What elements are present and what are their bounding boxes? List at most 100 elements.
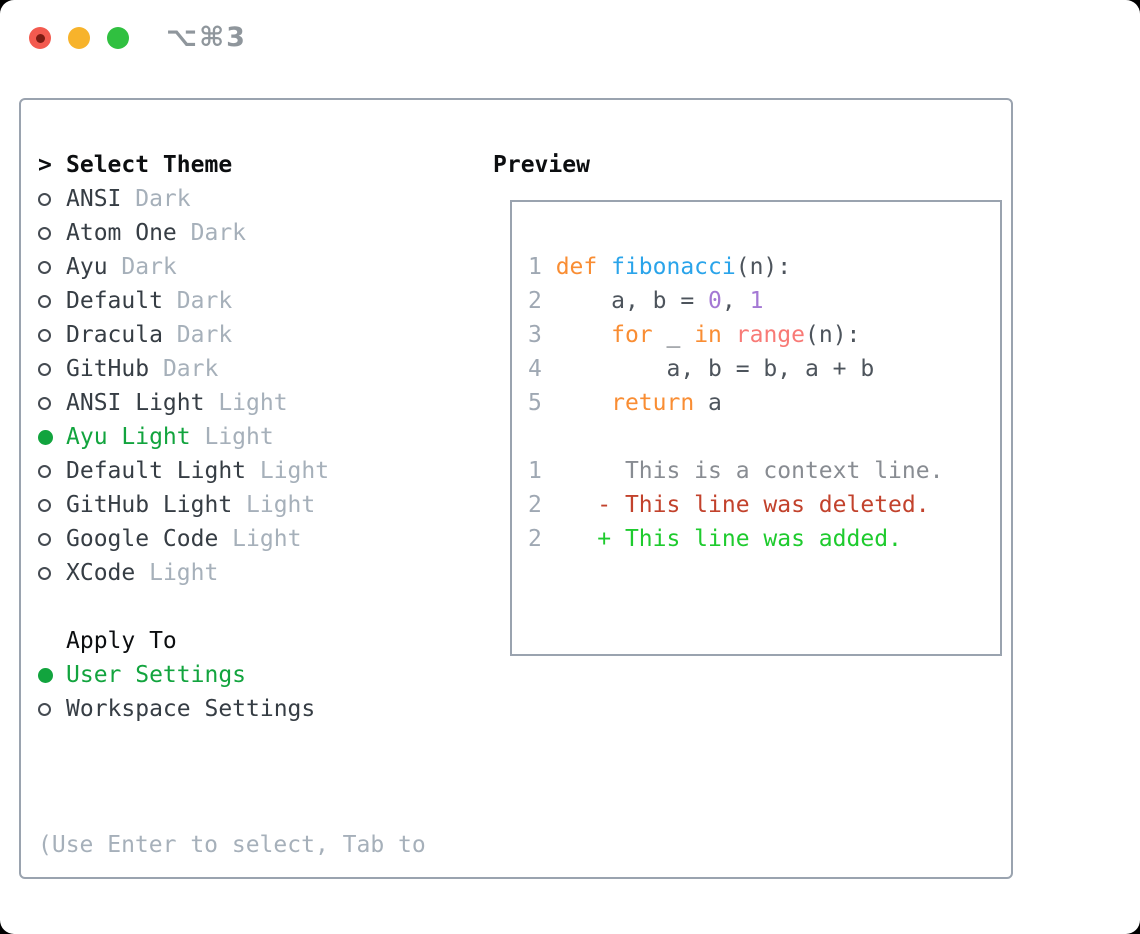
theme-option-ayu[interactable]: Ayu Dark <box>38 250 488 284</box>
theme-option-ayu-light[interactable]: Ayu Light Light <box>38 420 488 454</box>
option-label: Default <box>66 288 163 314</box>
option-label: Ayu Light <box>66 424 191 450</box>
code-token-pl: (n): <box>805 322 861 348</box>
radio-icon <box>38 294 51 308</box>
hint-text: (Use Enter to select, Tab to change focu… <box>38 760 488 934</box>
radio-icon <box>38 328 51 342</box>
radio-icon <box>38 532 51 546</box>
code-token-ln: 3 <box>528 322 556 348</box>
option-label: Dracula <box>66 322 163 348</box>
code-token-pl: , <box>721 288 750 314</box>
code-token-num: 0 <box>708 288 722 314</box>
code-token-add: + This line was added. <box>597 526 902 552</box>
option-variant-label: Dark <box>162 288 233 314</box>
option-label: Atom One <box>66 220 177 246</box>
option-label: Default Light <box>66 458 247 484</box>
code-token-ln: 4 <box>528 356 556 382</box>
option-label: User Settings <box>66 662 247 688</box>
code-line: 1 def fibonacci(n): <box>528 250 1000 284</box>
option-variant-label: Light <box>232 492 316 518</box>
apply-option-workspace-settings[interactable]: Workspace Settings <box>38 692 488 726</box>
theme-list-header: > Select Theme <box>38 148 488 182</box>
theme-list-title: Select Theme <box>66 152 233 178</box>
code-token-ln: 5 <box>528 390 556 416</box>
option-variant-label: Dark <box>107 254 177 280</box>
option-label: ANSI <box>66 186 122 212</box>
theme-option-default-light[interactable]: Default Light Light <box>38 454 488 488</box>
code-token-ctx: This is a context line. <box>555 458 944 484</box>
code-line: 2 - This line was deleted. <box>528 488 1000 522</box>
option-label: ANSI Light <box>66 390 205 416</box>
code-token-pl: a <box>694 390 722 416</box>
code-token-kw: for <box>611 322 653 348</box>
code-token-fn: fibonacci <box>611 254 736 280</box>
apply-to-title: Apply To <box>66 628 177 654</box>
cursor-icon: > <box>38 152 52 178</box>
code-token-pl: _ <box>652 322 695 348</box>
option-variant-label: Light <box>218 526 302 552</box>
theme-option-dracula[interactable]: Dracula Dark <box>38 318 488 352</box>
code-token-pl <box>722 322 736 348</box>
focus-cursor: > <box>38 148 66 182</box>
code-token-num: 1 <box>749 288 764 314</box>
code-token-kw: return <box>611 390 695 416</box>
code-token-ln: 2 <box>528 288 556 314</box>
radio-icon <box>38 226 51 240</box>
code-token-ln: 1 <box>528 254 556 280</box>
theme-option-github[interactable]: GitHub Dark <box>38 352 488 386</box>
code-line: 2 a, b = 0, 1 <box>528 284 1000 318</box>
code-token-del: - This line was deleted. <box>597 492 930 518</box>
spacer <box>38 726 488 760</box>
radio-icon <box>38 192 51 206</box>
option-label: Google Code <box>66 526 219 552</box>
radio-icon <box>38 362 51 376</box>
radio-icon <box>38 260 51 274</box>
code-token-pl <box>556 390 611 416</box>
option-variant-label: Light <box>135 560 219 586</box>
code-token-pl: a, b = b, a + b <box>555 356 875 382</box>
theme-option-xcode[interactable]: XCode Light <box>38 556 488 590</box>
option-label: Workspace Settings <box>66 696 316 722</box>
hint-line-2: change focus) <box>38 930 488 934</box>
hint-line-1: (Use Enter to select, Tab to <box>38 832 426 858</box>
option-variant-label: Light <box>246 458 330 484</box>
theme-option-default[interactable]: Default Dark <box>38 284 488 318</box>
option-variant-label: Dark <box>149 356 219 382</box>
close-button[interactable] <box>29 27 51 49</box>
code-token-bi: range <box>735 322 805 348</box>
radio-selected-icon <box>38 667 53 683</box>
code-token-pl <box>556 492 598 518</box>
theme-option-google-code[interactable]: Google Code Light <box>38 522 488 556</box>
theme-option-github-light[interactable]: GitHub Light Light <box>38 488 488 522</box>
maximize-button[interactable] <box>107 27 129 49</box>
code-token-kw: def <box>555 254 612 280</box>
code-line: 3 for _ in range(n): <box>528 318 1000 352</box>
option-variant-label: Dark <box>176 220 247 246</box>
radio-icon <box>38 566 51 580</box>
code-token-pl: a, b = <box>555 288 709 314</box>
code-token-kw: in <box>694 322 722 348</box>
option-variant-label: Dark <box>121 186 191 212</box>
theme-option-atom-one[interactable]: Atom One Dark <box>38 216 488 250</box>
window-title: ⌥⌘3 <box>166 22 247 53</box>
code-line: 4 a, b = b, a + b <box>528 352 1000 386</box>
option-variant-label: Light <box>204 390 288 416</box>
minimize-button[interactable] <box>68 27 90 49</box>
theme-option-ansi-light[interactable]: ANSI Light Light <box>38 386 488 420</box>
radio-selected-icon <box>38 429 53 445</box>
code-line: 5 return a <box>528 386 1000 420</box>
code-token-ln: 1 <box>528 458 556 484</box>
radio-icon <box>38 396 51 410</box>
code-token-pl <box>556 322 611 348</box>
option-label: GitHub Light <box>66 492 233 518</box>
option-label: XCode <box>66 560 136 586</box>
theme-option-ansi[interactable]: ANSI Dark <box>38 182 488 216</box>
apply-option-user-settings[interactable]: User Settings <box>38 658 488 692</box>
option-variant-label: Dark <box>162 322 233 348</box>
